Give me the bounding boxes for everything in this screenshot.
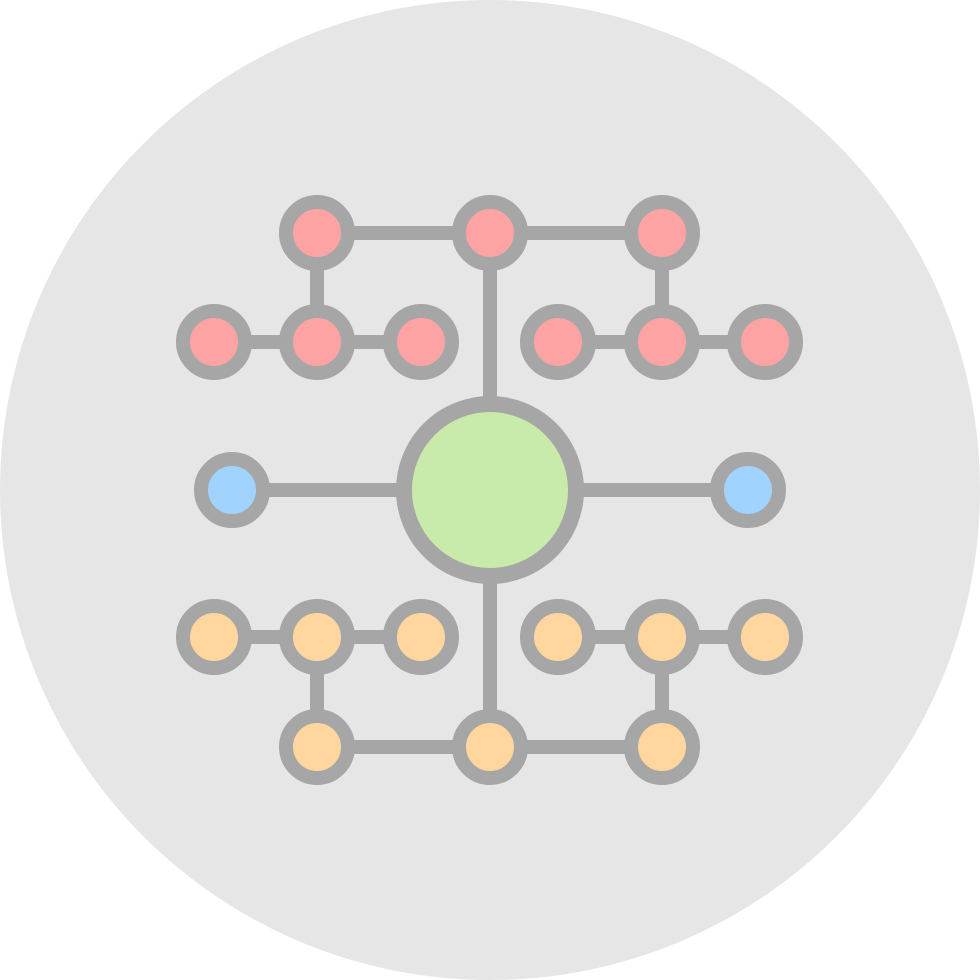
network-node-r-top-left [279,195,355,271]
network-node-o-row-5 [624,599,700,675]
network-node-o-bot-mid [452,709,528,785]
network-node-r-row-5 [624,304,700,380]
network-node-r-row-3 [383,304,459,380]
network-node-o-row-3 [383,599,459,675]
network-node-o-row-6 [727,599,803,675]
network-node-o-row-2 [279,599,355,675]
network-node-r-row-1 [176,304,252,380]
network-node-r-top-mid [452,195,528,271]
network-node-r-row-4 [520,304,596,380]
network-node-o-row-4 [520,599,596,675]
network-node-b-left [194,452,270,528]
central-hub-node [396,396,584,584]
network-node-b-right [710,452,786,528]
network-nodes [176,195,803,785]
network-node-r-row-2 [279,304,355,380]
network-node-o-bot-left [279,709,355,785]
network-node-r-top-right [624,195,700,271]
network-node-r-row-6 [727,304,803,380]
network-node-o-bot-right [624,709,700,785]
network-node-o-row-1 [176,599,252,675]
